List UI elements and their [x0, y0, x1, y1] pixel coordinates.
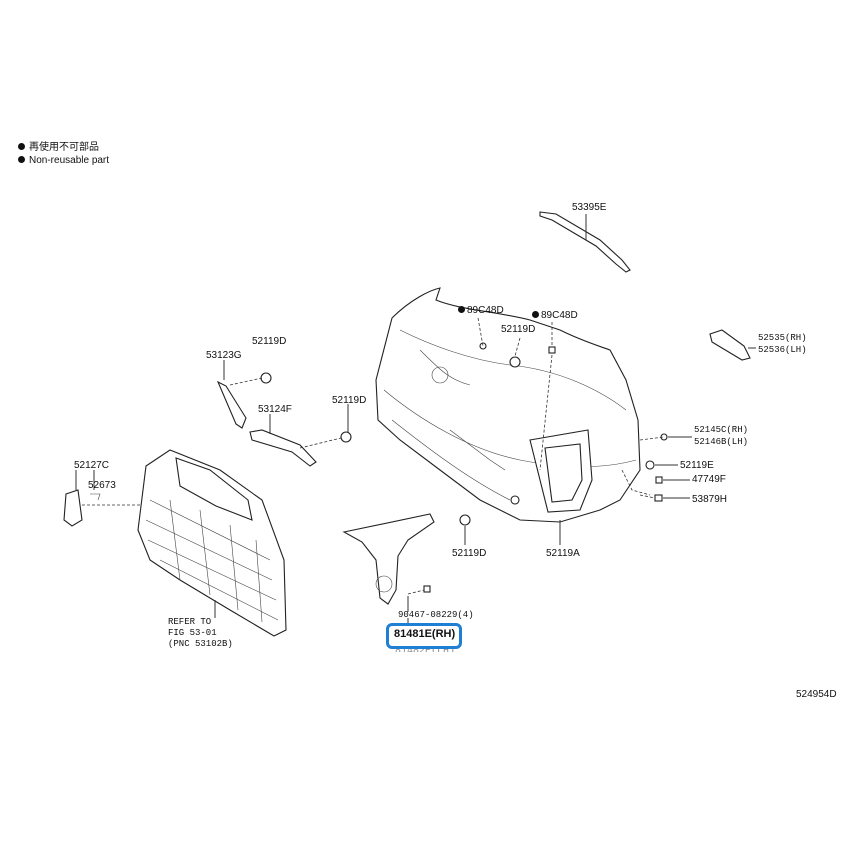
label-53879h: 53879H: [692, 494, 728, 505]
bracket-52127c: [63, 489, 83, 527]
molding-strip-53395e: [539, 211, 631, 273]
label-52119a: 52119A: [546, 548, 580, 559]
legend-non-reusable-en: Non-reusable part: [18, 154, 109, 167]
label-81481e-highlighted[interactable]: 81481E(RH): [394, 628, 456, 640]
highlighted-part-box[interactable]: [386, 623, 462, 649]
reference-line-3: (PNC 53102B): [168, 639, 233, 649]
label-90467: 90467-08229(4): [398, 610, 474, 620]
molding-53123g: [216, 380, 247, 429]
label-89c48d-right: 89C48D: [532, 310, 578, 322]
reference-line-2: FIG 53-01: [168, 628, 217, 638]
label-52536: 52536(LH): [758, 345, 807, 355]
label-52119d-bottom: 52119D: [452, 548, 487, 559]
label-81482e: 81482E(LH): [395, 646, 456, 652]
label-52119d-left: 52119D: [252, 336, 287, 347]
label-53124f: 53124F: [258, 404, 292, 415]
label-52119d-mid: 52119D: [332, 395, 367, 406]
bullet-icon: [18, 156, 25, 163]
lower-garnish-81481e: [342, 513, 435, 605]
label-52146b: 52146B(LH): [694, 437, 749, 447]
label-52673: 52673: [88, 480, 116, 491]
reference-line-1: REFER TO: [168, 617, 212, 627]
label-52119d-top: 52119D: [501, 324, 536, 335]
label-53395e: 53395E: [572, 202, 607, 213]
non-reusable-bullet-icon: [458, 306, 465, 313]
non-reusable-bullet-icon: [532, 311, 539, 318]
side-bracket-52535: [709, 329, 751, 361]
bumper-cover-52119a: [375, 287, 641, 523]
legend-non-reusable-cn: 再使用不可部品: [18, 141, 99, 154]
diagram-id: 524954D: [796, 689, 837, 700]
bullet-icon: [18, 143, 25, 150]
label-52535: 52535(RH): [758, 333, 807, 343]
grille-assembly: [137, 449, 287, 637]
label-47749f: 47749F: [692, 474, 726, 485]
label-52119e: 52119E: [680, 460, 714, 471]
label-52127c: 52127C: [74, 460, 110, 471]
label-53123g: 53123G: [206, 350, 242, 361]
label-52145c: 52145C(RH): [694, 425, 749, 435]
label-89c48d-left: 89C48D: [458, 305, 504, 317]
molding-53124f: [249, 429, 317, 467]
